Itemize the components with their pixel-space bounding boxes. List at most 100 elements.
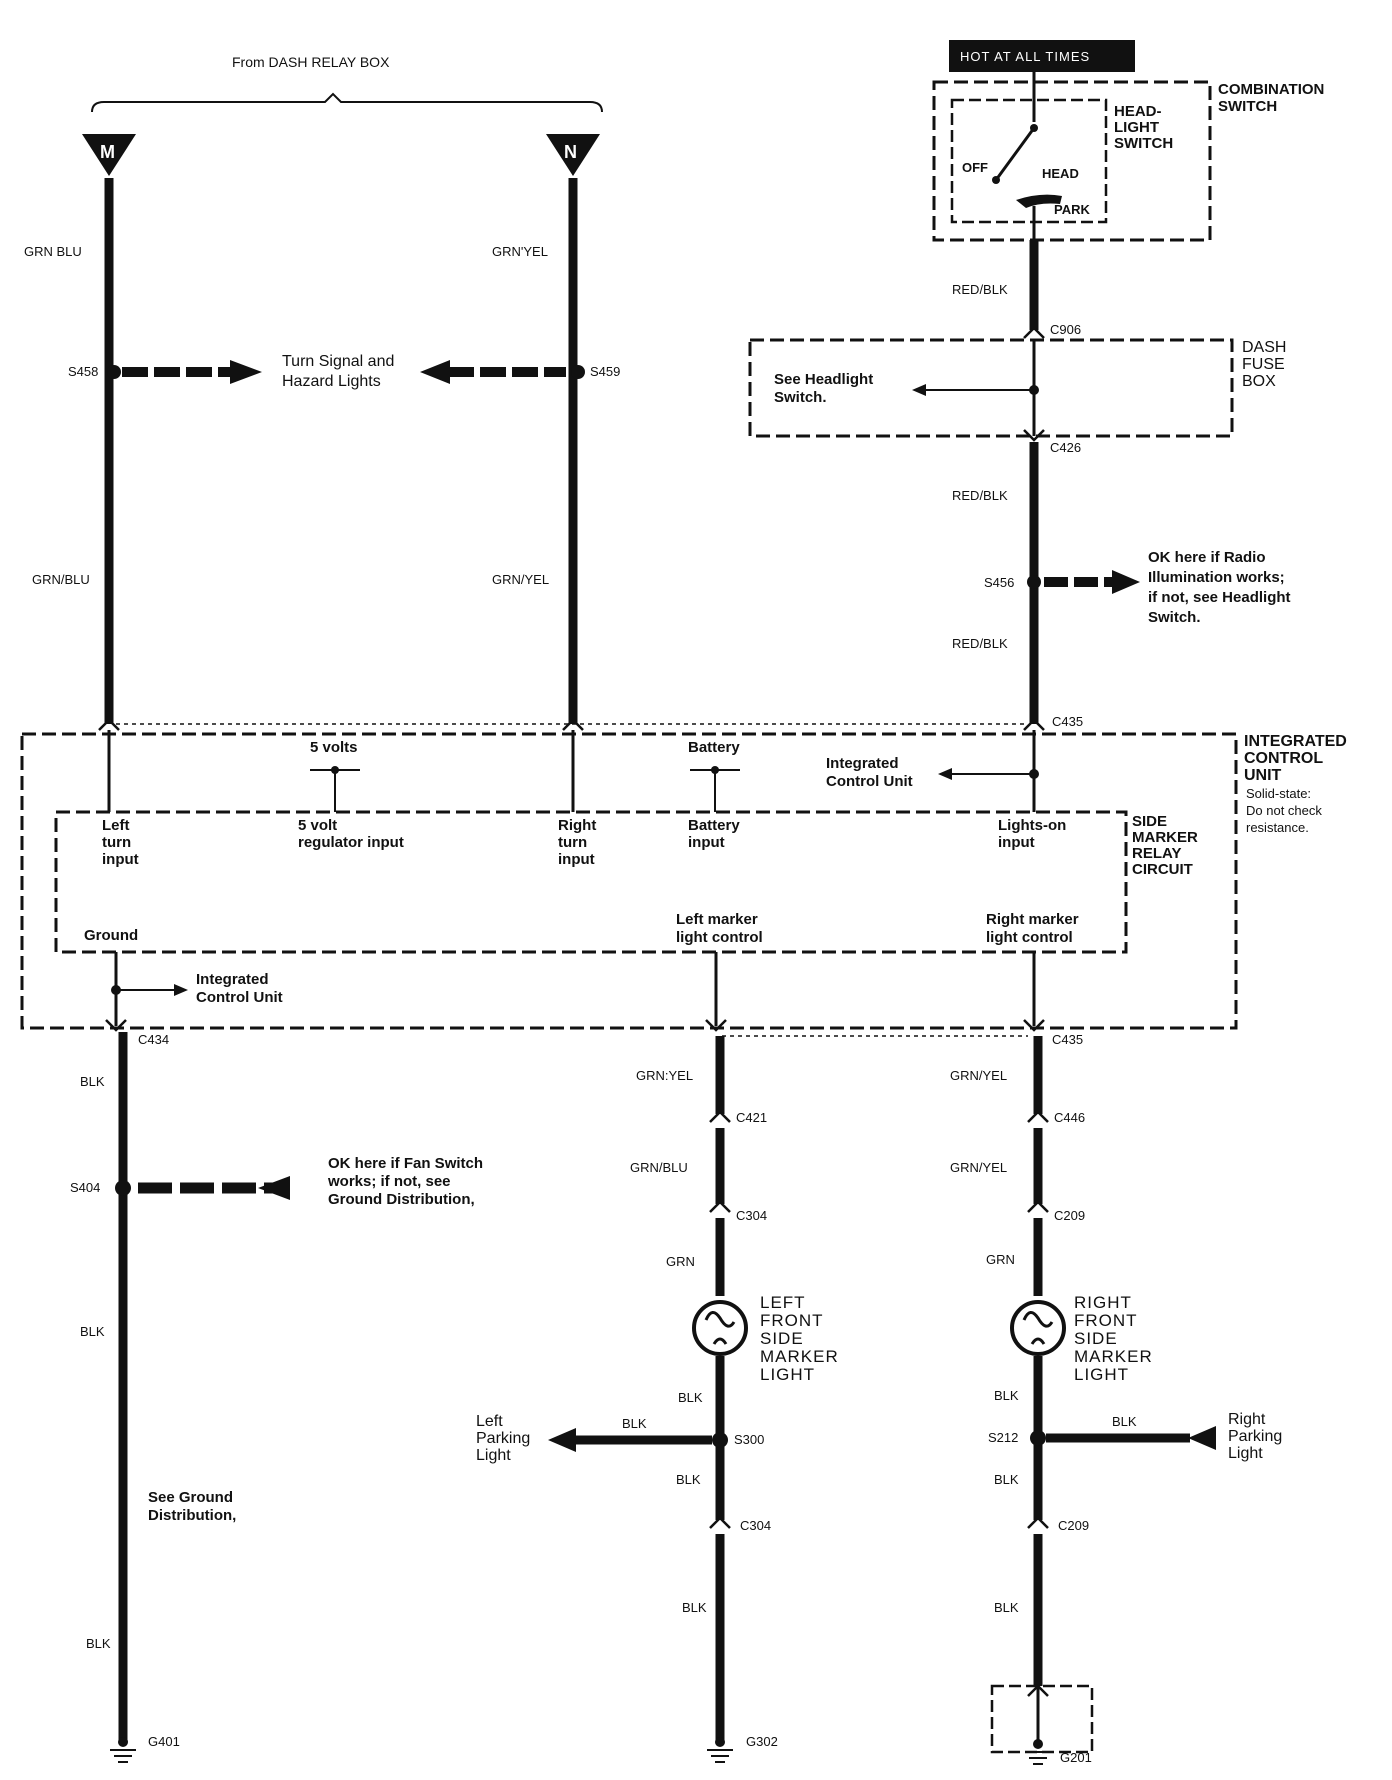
left-parking-light: Left [476, 1413, 503, 1430]
terminal-n: N [546, 134, 600, 176]
five-volts-label: 5 volts [310, 739, 358, 756]
smr-title-3: RELAY [1132, 845, 1181, 862]
icu-note-2: Do not check [1246, 803, 1322, 818]
switch-pos-head: HEAD [1042, 166, 1079, 181]
terminal-m-label: M [100, 142, 115, 162]
left-turn-input-3: input [102, 851, 139, 868]
conn-c435-top: C435 [1052, 714, 1083, 729]
ground-g302-symbol [707, 1737, 733, 1763]
left-parking-wire-label: BLK [622, 1416, 647, 1431]
conn-c435-bottom: C435 [1052, 1032, 1083, 1047]
right-parking-light-2: Parking [1228, 1428, 1282, 1445]
battery-input-2: input [688, 834, 725, 851]
icu-ground-branch-arrow [116, 984, 188, 996]
hot-at-all-times-box [949, 40, 1135, 72]
conn-c304-bottom: C304 [740, 1518, 771, 1533]
dash-fuse-box-title-3: BOX [1242, 373, 1276, 390]
right-turn-input: Right [558, 817, 596, 834]
see-ground-distribution-2: Distribution, [148, 1507, 236, 1524]
battery-label: Battery [688, 739, 740, 756]
wire-redblk-1-label: RED/BLK [952, 282, 1008, 297]
icu-title-2: CONTROL [1244, 750, 1323, 767]
combination-switch-title: COMBINATION [1218, 81, 1324, 98]
dash-fuse-box-title-2: FUSE [1242, 356, 1285, 373]
lights-on-input-2: input [998, 834, 1035, 851]
wire-n-label-mid: GRN/YEL [492, 572, 549, 587]
combination-switch-title-2: SWITCH [1218, 98, 1277, 115]
splice-s300-label: S300 [734, 1432, 764, 1447]
conn-c434: C434 [138, 1032, 169, 1047]
splice-s300 [712, 1432, 728, 1448]
wire-m-label-mid: GRN/BLU [32, 572, 90, 587]
switch-pos-off: OFF [962, 160, 988, 175]
regulator-input-2: regulator input [298, 834, 404, 851]
ground-g401-symbol [110, 1737, 136, 1763]
side-marker-relay-circuit-box [54, 810, 1128, 954]
wire-left-marker-5-label: BLK [676, 1472, 701, 1487]
splice-s212 [1030, 1430, 1046, 1446]
right-turn-input-3: input [558, 851, 595, 868]
icu-ref2-label: Integrated [196, 971, 269, 988]
wire-blk-left-2: BLK [80, 1324, 105, 1339]
left-parking-light-2: Parking [476, 1430, 530, 1447]
icu-title: INTEGRATED [1244, 733, 1347, 750]
headlight-switch-title-3: SWITCH [1114, 135, 1173, 152]
conn-c304-top: C304 [736, 1208, 767, 1223]
right-marker-control-2: light control [986, 929, 1073, 946]
headlight-switch-title: HEAD- [1114, 103, 1162, 120]
switch-pos-park: PARK [1054, 202, 1090, 217]
left-marker-control-2: light control [676, 929, 763, 946]
wire-m-label-top: GRN BLU [24, 244, 82, 259]
ground-g201-symbol [1025, 1739, 1051, 1765]
ground-g201-label: G201 [1060, 1750, 1092, 1765]
battery-source [690, 766, 740, 812]
s459-branch-arrow [420, 360, 566, 384]
turn-signal-label: Turn Signal and [282, 353, 394, 370]
wire-left-marker-3-label: GRN [666, 1254, 695, 1269]
relay-box-bracket [91, 92, 603, 113]
see-ground-distribution: See Ground [148, 1489, 233, 1506]
right-lamp-label: RIGHT [1074, 1293, 1132, 1312]
wire-right-marker-2-label: GRN/YEL [950, 1160, 1007, 1175]
ground-g401-label: G401 [148, 1734, 180, 1749]
wire-left-marker-2-label: GRN/BLU [630, 1160, 688, 1175]
icu-note-3: resistance. [1246, 820, 1309, 835]
radio-note-2: Illumination works; [1148, 569, 1285, 586]
right-front-side-marker-bulb-icon [1010, 1300, 1066, 1356]
s404-branch-arrow [138, 1176, 290, 1200]
left-marker-control: Left marker [676, 911, 758, 928]
wire-n-label-top: GRN'YEL [492, 244, 548, 259]
wire-left-marker-4-label: BLK [678, 1390, 703, 1405]
splice-s458-label: S458 [68, 364, 98, 379]
icu-branch-arrow [938, 768, 1034, 780]
icu-title-3: UNIT [1244, 767, 1282, 784]
headlight-switch-box [950, 98, 1108, 224]
smr-title-4: CIRCUIT [1132, 861, 1193, 878]
ground-g302-label: G302 [746, 1734, 778, 1749]
wire-right-marker-6-label: BLK [994, 1600, 1019, 1615]
wire-left-marker-6-label: BLK [682, 1600, 707, 1615]
dash-fuse-box [748, 338, 1234, 438]
conn-c906: C906 [1050, 322, 1081, 337]
fan-switch-note: OK here if Fan Switch [328, 1155, 483, 1172]
s456-branch-arrow [1044, 570, 1140, 594]
splice-s456 [1027, 575, 1041, 589]
left-front-side-marker-bulb-icon [692, 1300, 748, 1356]
conn-c209-bottom: C209 [1058, 1518, 1089, 1533]
terminal-n-label: N [564, 142, 577, 162]
conn-c421: C421 [736, 1110, 767, 1125]
turn-signal-label-2: Hazard Lights [282, 373, 381, 390]
smr-title: SIDE [1132, 813, 1167, 830]
lights-on-input: Lights-on [998, 817, 1066, 834]
wire-redblk-2-label: RED/BLK [952, 488, 1008, 503]
from-dash-relay-box-label: From DASH RELAY BOX [232, 54, 390, 70]
conn-c426: C426 [1050, 440, 1081, 455]
left-lamp-label-3: SIDE [760, 1329, 804, 1348]
radio-note-3: if not, see Headlight [1148, 589, 1291, 606]
right-marker-control: Right marker [986, 911, 1079, 928]
icu-note: Solid-state: [1246, 786, 1311, 801]
see-headlight-note: See Headlight [774, 371, 873, 388]
wire-left-marker-1-label: GRN:YEL [636, 1068, 693, 1083]
icu-ref-label: Integrated [826, 755, 899, 772]
